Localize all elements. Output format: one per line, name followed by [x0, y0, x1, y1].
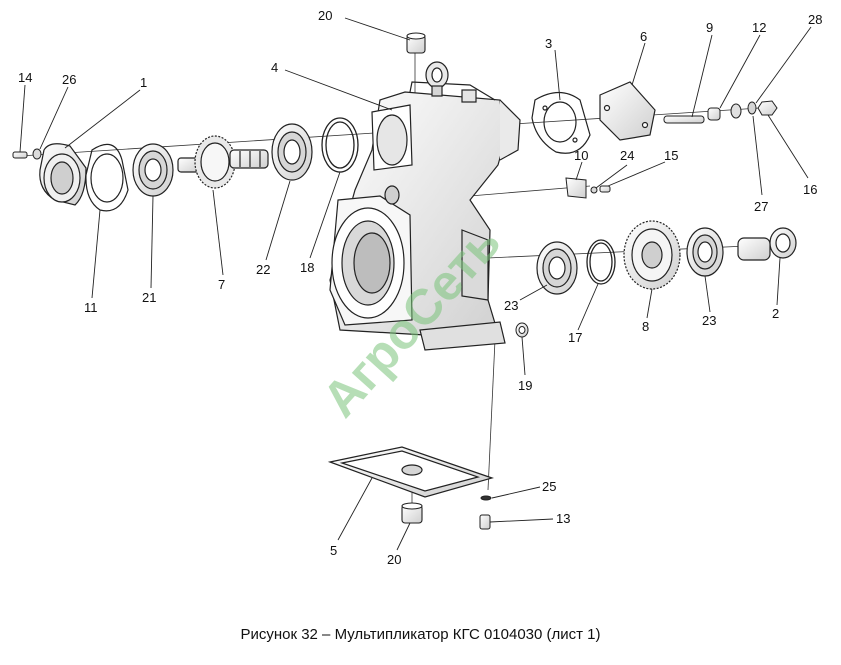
nut-part-16 [757, 100, 778, 116]
callout-21: 21 [142, 290, 156, 305]
callout-3: 3 [545, 36, 552, 51]
lifting-eye [425, 61, 477, 103]
callout-10: 10 [574, 148, 588, 163]
callout-20-bottom: 20 [387, 552, 401, 567]
callout-4: 4 [271, 60, 278, 75]
gasket-part-3 [531, 91, 591, 154]
callout-24: 24 [620, 148, 634, 163]
callout-14: 14 [18, 70, 32, 85]
callout-leaders [19, 17, 812, 551]
callout-6: 6 [640, 29, 647, 44]
washer-part-28 [747, 101, 757, 115]
callout-13: 13 [556, 511, 570, 526]
washer-part-24 [590, 186, 598, 194]
gasket-part-11 [85, 143, 129, 212]
screw-part-14 [12, 151, 28, 159]
callout-28: 28 [808, 12, 822, 27]
pin-part-9 [663, 115, 705, 124]
plate-part-5 [327, 446, 495, 498]
bearing-part-23-left [536, 241, 578, 295]
callout-5: 5 [330, 543, 337, 558]
callout-9: 9 [706, 20, 713, 35]
cover-plate-part-6 [599, 81, 656, 141]
bracket-part-10 [565, 177, 587, 199]
callout-23-left: 23 [504, 298, 518, 313]
callout-23-right: 23 [702, 313, 716, 328]
callout-17: 17 [568, 330, 582, 345]
plug-part-20-top [406, 32, 426, 54]
callout-7: 7 [218, 277, 225, 292]
gear-shaft-part-7 [177, 135, 269, 189]
callout-19: 19 [518, 378, 532, 393]
bearing-part-22 [271, 123, 313, 181]
callout-8: 8 [642, 319, 649, 334]
callout-27: 27 [754, 199, 768, 214]
callout-16: 16 [803, 182, 817, 197]
oring-part-25 [480, 495, 492, 501]
callout-26: 26 [62, 72, 76, 87]
circlip-part-17 [586, 239, 616, 285]
bolt-part-15 [599, 185, 611, 193]
callout-15: 15 [664, 148, 678, 163]
washer-part-26 [32, 148, 42, 160]
callout-18: 18 [300, 260, 314, 275]
cover-part-1 [39, 143, 87, 206]
gear-part-8 [623, 220, 681, 290]
circlip-part-18 [321, 117, 359, 173]
callout-labels: 20 4 3 6 9 12 28 14 26 1 10 24 15 27 16 … [18, 8, 822, 567]
callout-11: 11 [84, 300, 98, 315]
callout-12: 12 [752, 20, 766, 35]
washer-part-27 [730, 103, 742, 119]
callout-1: 1 [140, 75, 147, 90]
callout-22: 22 [256, 262, 270, 277]
callout-25: 25 [542, 479, 556, 494]
bearing-part-23-right [686, 227, 724, 277]
callout-20-top: 20 [318, 8, 332, 23]
housing-part-4 [329, 81, 521, 351]
figure-caption: Рисунок 32 – Мультипликатор КГС 0104030 … [240, 626, 601, 643]
callout-2: 2 [772, 306, 779, 321]
shaft-part-2 [737, 227, 797, 261]
plug-part-19 [515, 322, 529, 338]
bolt-part-13 [479, 514, 491, 530]
spacer-part-12 [707, 107, 721, 121]
plug-part-20-bottom [401, 502, 423, 524]
bearing-part-21 [132, 143, 174, 197]
